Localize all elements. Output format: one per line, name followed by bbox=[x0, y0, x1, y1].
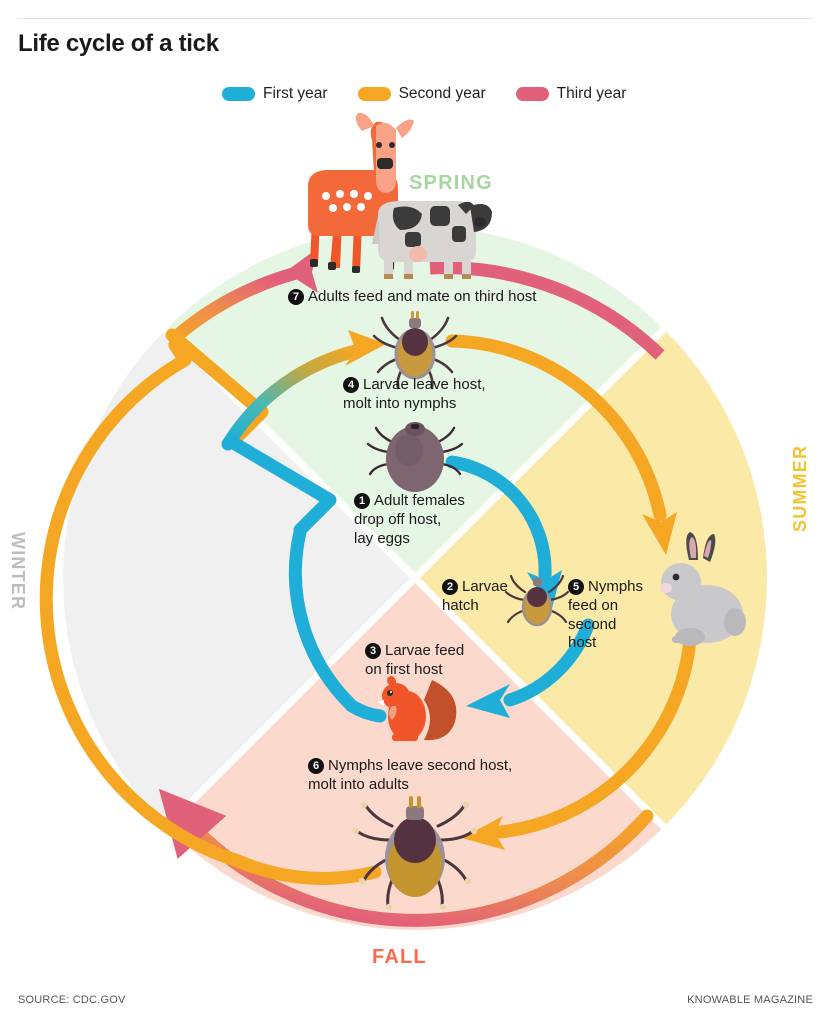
season-label-fall: FALL bbox=[372, 946, 427, 968]
arc-second-year-bottom bbox=[493, 633, 697, 839]
arc-second-year-bottomleft bbox=[231, 854, 382, 885]
step-text-5: Nymphs feed on second host bbox=[568, 578, 644, 652]
source-credit: SOURCE: CDC.GOV bbox=[18, 994, 126, 1006]
arc-third-year-left bbox=[165, 265, 302, 347]
arrowhead-third-year bbox=[285, 248, 318, 293]
arc-second-year-to-rabbit bbox=[445, 334, 667, 522]
season-label-winter: WINTER bbox=[8, 532, 28, 611]
page-title: Life cycle of a tick bbox=[18, 30, 219, 57]
arc-first-year-left bbox=[288, 525, 359, 713]
step-number-2: 2 bbox=[442, 579, 458, 595]
season-wedges bbox=[63, 226, 767, 930]
wedge-spring bbox=[166, 226, 664, 579]
legend-swatch-first-year bbox=[222, 87, 255, 101]
legend-item-second-year: Second year bbox=[357, 85, 486, 103]
step-text-3: Larvae feed on first host bbox=[365, 642, 465, 678]
step-number-4: 4 bbox=[343, 377, 359, 393]
legend-item-third-year: Third year bbox=[515, 85, 627, 103]
tick-step1 bbox=[366, 422, 464, 492]
arc-first-year-to-squirrel bbox=[345, 699, 387, 723]
step-text-2: Larvae hatch bbox=[442, 578, 508, 614]
step-text-1: Adult females drop off host, lay eggs bbox=[354, 492, 465, 547]
season-label-summer: SUMMER bbox=[790, 444, 810, 532]
arc-second-year-to-step4 bbox=[221, 343, 367, 451]
deer-illustration bbox=[308, 112, 414, 273]
cow-illustration bbox=[372, 201, 492, 279]
legend: First year Second year Third year bbox=[222, 85, 626, 103]
step-text-6: Nymphs leave second host, molt into adul… bbox=[308, 757, 513, 793]
arrowhead-step4 bbox=[345, 330, 386, 366]
tick-step2 bbox=[504, 574, 570, 627]
legend-label-second-year: Second year bbox=[398, 85, 486, 102]
legend-label-third-year: Third year bbox=[556, 85, 627, 102]
step-number-3: 3 bbox=[365, 643, 381, 659]
rabbit-illustration bbox=[660, 532, 746, 646]
legend-swatch-second-year bbox=[357, 87, 391, 101]
arc-second-year-left bbox=[39, 338, 245, 868]
step-number-5: 5 bbox=[568, 579, 584, 595]
tick-step4 bbox=[372, 311, 458, 390]
arc-first-year-larvae-to-squirrel bbox=[503, 618, 595, 707]
squirrel-illustration bbox=[378, 676, 457, 741]
wedge-fall bbox=[166, 578, 664, 930]
legend-swatch-third-year bbox=[515, 87, 549, 101]
legend-item-first-year: First year bbox=[222, 85, 328, 103]
step-text-4: Larvae leave host, molt into nymphs bbox=[343, 376, 486, 412]
arrowhead-rabbit bbox=[642, 512, 677, 555]
step-number-7: 7 bbox=[288, 289, 304, 305]
tick-step6 bbox=[352, 796, 478, 911]
legend-label-first-year: First year bbox=[263, 85, 328, 102]
step-number-6: 6 bbox=[308, 758, 324, 774]
arc-first-year-chevron bbox=[225, 435, 337, 537]
season-label-spring: SPRING bbox=[409, 172, 493, 194]
step-number-1: 1 bbox=[354, 493, 370, 509]
wedge-winter bbox=[63, 329, 415, 827]
arrowhead-bottom-tick bbox=[462, 816, 505, 850]
header-divider bbox=[18, 18, 813, 19]
arc-first-year-to-larvae bbox=[445, 455, 552, 582]
arrowhead-squirrel bbox=[466, 684, 510, 718]
step-text-7: Adults feed and mate on third host bbox=[308, 288, 537, 305]
publisher-credit: KNOWABLE MAGAZINE bbox=[687, 994, 813, 1006]
